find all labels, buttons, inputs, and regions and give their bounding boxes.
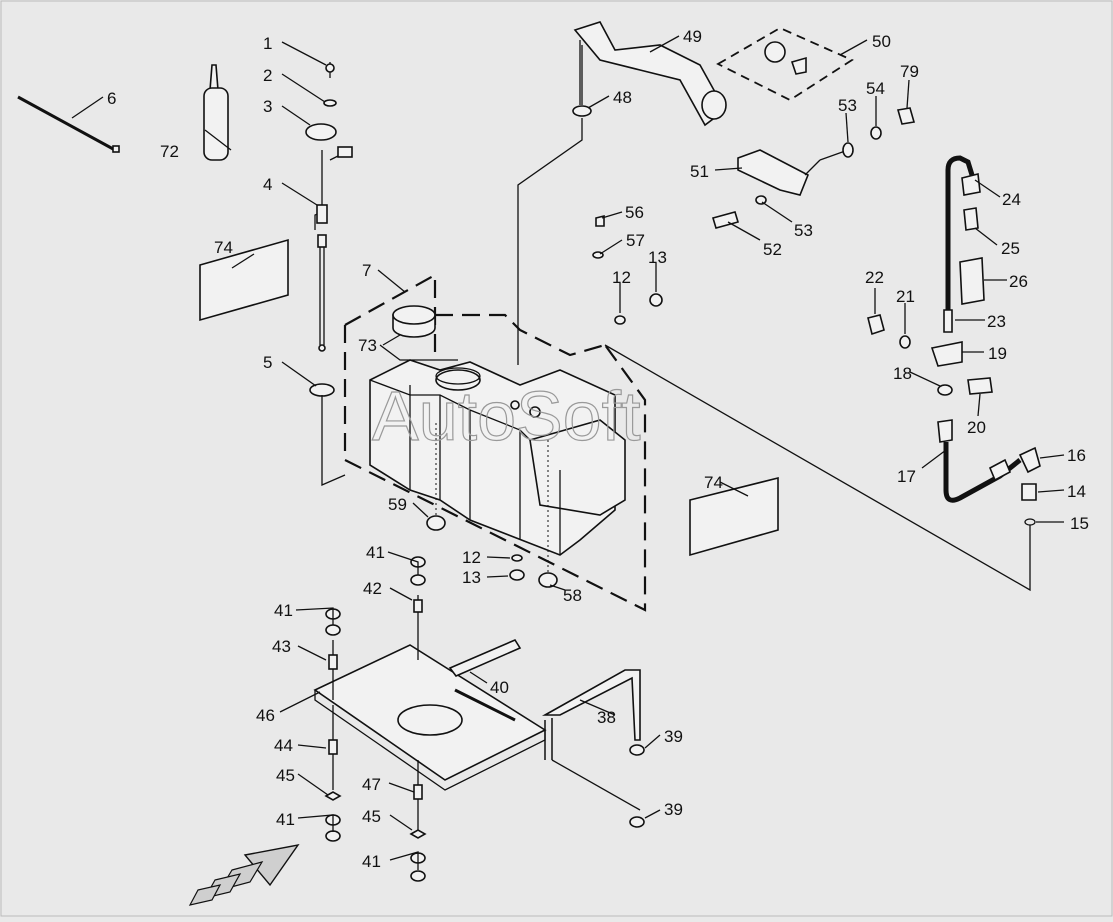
callout-56: 56 (625, 203, 644, 222)
decal-74-right (689, 476, 779, 557)
callout-44: 44 (274, 736, 293, 755)
fuel-line-assembly (604, 155, 1041, 592)
callout-49: 49 (683, 27, 702, 46)
callout-45-right: 45 (362, 807, 381, 826)
callout-58: 58 (563, 586, 582, 605)
callout-14: 14 (1067, 482, 1086, 501)
fuel-tank (369, 359, 626, 556)
sealant-tube-72 (203, 64, 229, 161)
callout-40: 40 (490, 678, 509, 697)
callout-47: 47 (362, 775, 381, 794)
callout-46: 46 (256, 706, 275, 725)
callout-41-b: 41 (274, 601, 293, 620)
callout-72: 72 (160, 142, 179, 161)
filler-neck-49 (517, 21, 727, 365)
callout-53-top: 53 (838, 96, 857, 115)
fuel-cap-50 (716, 26, 854, 102)
callout-52: 52 (763, 240, 782, 259)
callout-7: 7 (362, 261, 371, 280)
fuel-sender-assembly (305, 62, 353, 486)
callout-79: 79 (900, 62, 919, 81)
callout-19: 19 (988, 344, 1007, 363)
callout-6: 6 (107, 89, 116, 108)
filler-cap-73 (379, 305, 458, 361)
callout-25: 25 (1001, 239, 1020, 258)
callout-39-top: 39 (664, 727, 683, 746)
callout-26: 26 (1009, 272, 1028, 291)
callout-20: 20 (967, 418, 986, 437)
bracket-51 (592, 107, 916, 259)
callout-53-bottom: 53 (794, 221, 813, 240)
tank-dashed-outline (343, 273, 647, 612)
callout-51: 51 (690, 162, 709, 181)
tank-fasteners (426, 293, 663, 588)
strip-40 (448, 638, 522, 677)
callout-12-top: 12 (612, 268, 631, 287)
callout-3: 3 (263, 97, 272, 116)
callout-42: 42 (363, 579, 382, 598)
callout-15: 15 (1070, 514, 1089, 533)
callout-45-left: 45 (276, 766, 295, 785)
callout-38: 38 (597, 708, 616, 727)
callout-59: 59 (388, 495, 407, 514)
callout-22: 22 (865, 268, 884, 287)
callout-2: 2 (263, 66, 272, 85)
rod-38 (541, 669, 645, 828)
callout-24: 24 (1002, 190, 1021, 209)
cable-tie-head (112, 145, 120, 153)
callout-41-a: 41 (366, 543, 385, 562)
cable-tie-6 (17, 95, 116, 152)
callout-4: 4 (263, 175, 272, 194)
callout-74-left: 74 (214, 238, 233, 257)
callout-1: 1 (263, 34, 272, 53)
watermark: AutoSoft (372, 377, 641, 455)
callout-18: 18 (893, 364, 912, 383)
front-direction-arrow (188, 843, 300, 906)
callout-23: 23 (987, 312, 1006, 331)
callout-13-bottom: 13 (462, 568, 481, 587)
callout-74-right: 74 (704, 473, 723, 492)
callout-5: 5 (263, 353, 272, 372)
callout-21: 21 (896, 287, 915, 306)
decal-74-left (199, 238, 289, 322)
callout-73: 73 (358, 336, 377, 355)
callout-41-c: 41 (276, 810, 295, 829)
callout-13-top: 13 (648, 248, 667, 267)
callout-17: 17 (897, 467, 916, 486)
callout-16: 16 (1067, 446, 1086, 465)
support-plate-46 (313, 644, 547, 791)
callout-41-d: 41 (362, 852, 381, 871)
callout-48: 48 (613, 88, 632, 107)
callout-43: 43 (272, 637, 291, 656)
callout-57: 57 (626, 231, 645, 250)
callout-54: 54 (866, 79, 885, 98)
leader-lines (71, 35, 1065, 870)
callout-39-bottom: 39 (664, 800, 683, 819)
callout-numbers: 1 2 3 4 5 6 7 12 12 13 13 14 15 16 17 18… (107, 27, 1089, 871)
callout-12-bottom: 12 (462, 548, 481, 567)
callout-50: 50 (872, 32, 891, 51)
